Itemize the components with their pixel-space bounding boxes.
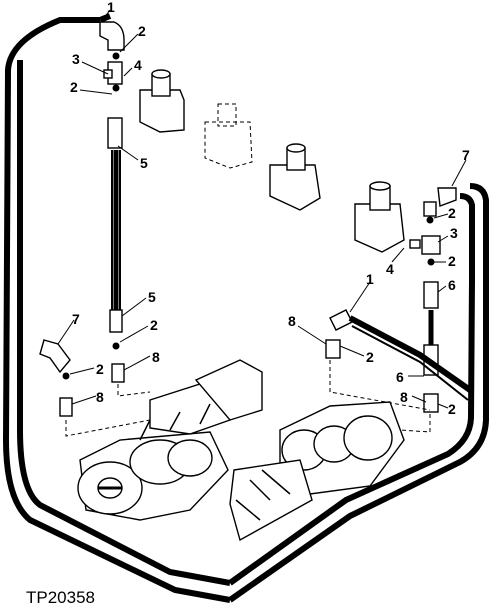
callout-2-right-a: 2 xyxy=(448,205,456,221)
dashed-leaders xyxy=(65,360,431,437)
hose-fitting-lower xyxy=(109,309,123,333)
left-elbow-fitting xyxy=(39,339,73,417)
callout-1-top: 1 xyxy=(107,0,115,15)
vertical-hose-left xyxy=(107,117,123,333)
callout-6-right-b: 6 xyxy=(396,369,404,385)
tee-fitting-top xyxy=(103,52,123,92)
callout-5-top: 5 xyxy=(140,155,148,171)
callout-2-mid: 2 xyxy=(366,349,374,365)
middle-hose xyxy=(325,309,472,401)
figure-id-label: TP20358 xyxy=(26,588,95,607)
valve-block-4 xyxy=(354,181,405,253)
callout-7-right: 7 xyxy=(462,147,470,163)
callout-8-left-b: 8 xyxy=(96,389,104,405)
elbow-fitting-top xyxy=(99,21,125,51)
callout-7-left: 7 xyxy=(72,311,80,327)
valve-block-3 xyxy=(269,143,321,211)
valve-block-2 xyxy=(204,103,253,169)
callout-2-top-a: 2 xyxy=(138,23,146,39)
callout-4-right: 4 xyxy=(386,261,394,277)
callout-2-right-c: 2 xyxy=(448,401,456,417)
callout-labels: 1 2 3 4 2 5 7 2 3 4 2 1 6 6 2 8 2 8 5 2 … xyxy=(70,0,470,417)
callout-2-left: 2 xyxy=(150,317,158,333)
pump-assembly-right xyxy=(229,401,405,542)
left-lower-fittings xyxy=(111,342,125,383)
callout-3-top: 3 xyxy=(72,51,80,67)
leader-lines xyxy=(57,9,467,409)
callout-3-right: 3 xyxy=(450,225,458,241)
callout-8-low: 8 xyxy=(400,389,408,405)
callout-8-left: 8 xyxy=(152,349,160,365)
callout-5-left: 5 xyxy=(148,289,156,305)
callout-6-right-a: 6 xyxy=(448,277,456,293)
callout-2-right-b: 2 xyxy=(448,253,456,269)
valve-block-1 xyxy=(139,69,185,133)
callout-2-top-b: 2 xyxy=(70,79,78,95)
hose-fitting-upper xyxy=(107,117,123,149)
callout-1-right: 1 xyxy=(366,271,374,287)
pump-assembly-left xyxy=(77,359,263,521)
callout-4-top: 4 xyxy=(134,57,142,73)
outer-hose-loop xyxy=(2,13,489,603)
right-fittings xyxy=(409,187,457,413)
callout-2-left-b: 2 xyxy=(96,361,104,377)
callout-8-mid: 8 xyxy=(288,313,296,329)
